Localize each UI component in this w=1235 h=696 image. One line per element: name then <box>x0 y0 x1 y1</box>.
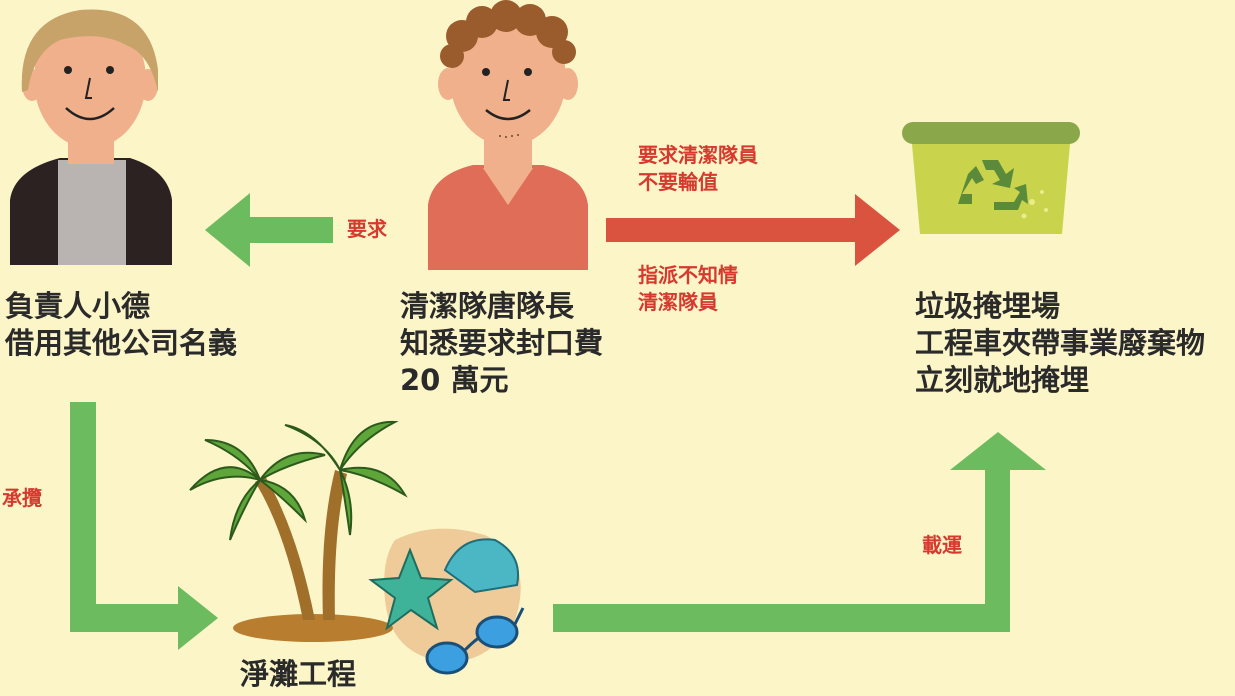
beach-label: 淨灘工程 <box>240 657 357 691</box>
transport-label: 載運 <box>922 533 962 557</box>
bottom-right-label: 指派不知情 清潔隊員 <box>638 263 738 314</box>
top-right-label: 要求清潔隊員 不要輪值 <box>638 143 758 194</box>
manager-figure <box>10 9 172 265</box>
beach-island <box>189 420 525 675</box>
undertake-label: 承攬 <box>2 486 42 510</box>
demand-label: 要求 <box>347 217 387 241</box>
undertake-arrow <box>70 402 218 650</box>
shell-icon <box>443 538 519 594</box>
recycle-icon <box>958 160 1028 210</box>
sunglasses-icon <box>425 607 525 675</box>
manager-label: 負責人小德 借用其他公司名義 <box>5 289 238 360</box>
recycle-bin <box>902 122 1080 234</box>
transport-arrow <box>553 432 1046 632</box>
red-arrow <box>606 194 900 266</box>
captain-figure <box>428 0 588 270</box>
demand-arrow <box>205 193 333 267</box>
captain-label: 清潔隊唐隊長 知悉要求封口費 20 萬元 <box>400 289 604 397</box>
starfish-icon <box>368 547 454 631</box>
landfill-label: 垃圾掩埋場 工程車夾帶事業廢棄物 立刻就地掩埋 <box>915 289 1206 397</box>
